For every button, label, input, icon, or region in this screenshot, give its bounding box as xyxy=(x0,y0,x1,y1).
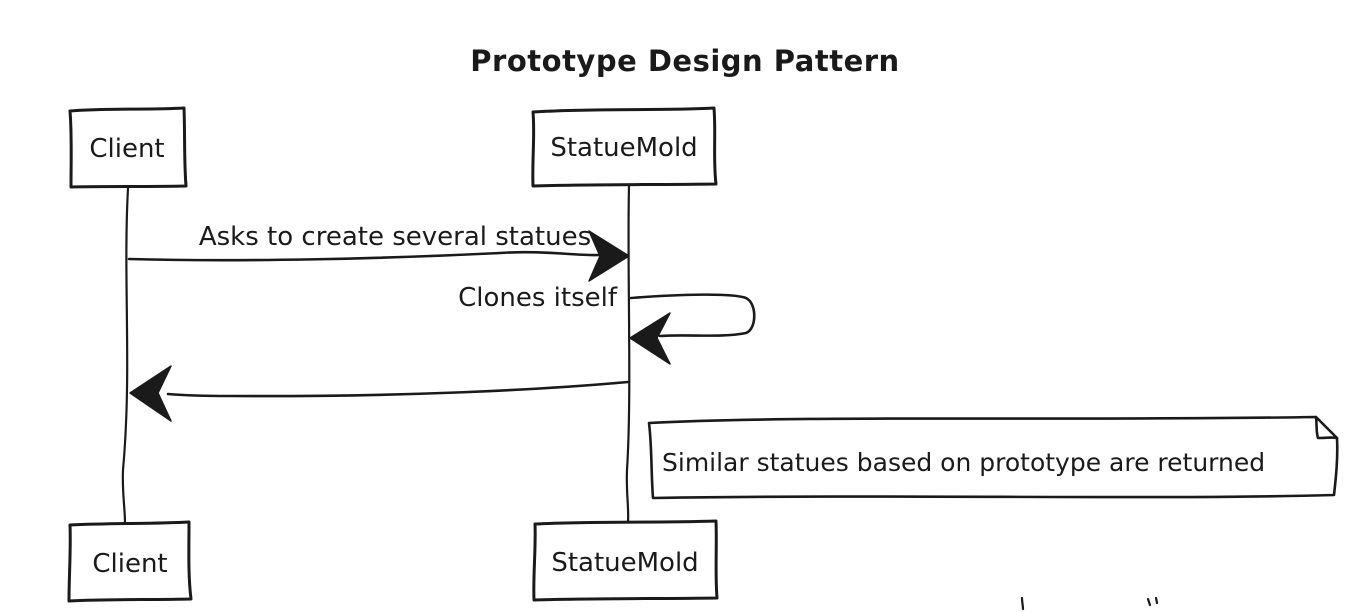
actor-label-client-bottom: Client xyxy=(92,549,167,579)
diagram-title: Prototype Design Pattern xyxy=(470,44,899,78)
message-request-line xyxy=(127,250,602,262)
actor-label-client-top: Client xyxy=(89,134,164,164)
actor-label-statuemold-top: StatueMold xyxy=(550,133,697,163)
message-self-call-loop-line xyxy=(629,293,756,338)
message-request: Asks to create several statues xyxy=(127,222,630,282)
arrowhead-right-icon xyxy=(588,230,630,282)
lifeline-client xyxy=(121,186,130,525)
message-self-call-label: Clones itself xyxy=(458,283,618,313)
message-return xyxy=(129,365,630,422)
actor-box-statuemold-bottom xyxy=(532,519,719,602)
cropped-text-artifact xyxy=(1020,596,1159,611)
lifeline-statuemold xyxy=(625,184,631,524)
note-fold-corner-icon xyxy=(1314,415,1339,440)
actor-box-client-bottom xyxy=(67,520,193,603)
arrowhead-left-icon xyxy=(129,365,172,422)
actor-statuemold-bottom: StatueMold xyxy=(532,519,719,602)
note: Similar statues based on prototype are r… xyxy=(647,415,1339,500)
note-outline xyxy=(647,415,1339,500)
actor-client-bottom: Client xyxy=(67,520,193,603)
message-self-call: Clones itself xyxy=(458,283,756,365)
actor-statuemold-top: StatueMold xyxy=(531,106,718,188)
message-request-label: Asks to create several statues xyxy=(199,222,591,252)
note-label: Similar statues based on prototype are r… xyxy=(662,448,1265,477)
actor-box-client-top xyxy=(68,106,188,189)
arrowhead-left-icon xyxy=(629,312,671,365)
actor-label-statuemold-bottom: StatueMold xyxy=(551,548,698,578)
message-return-line xyxy=(166,380,630,398)
actor-client-top: Client xyxy=(68,106,188,189)
actor-box-statuemold-top xyxy=(531,106,718,188)
